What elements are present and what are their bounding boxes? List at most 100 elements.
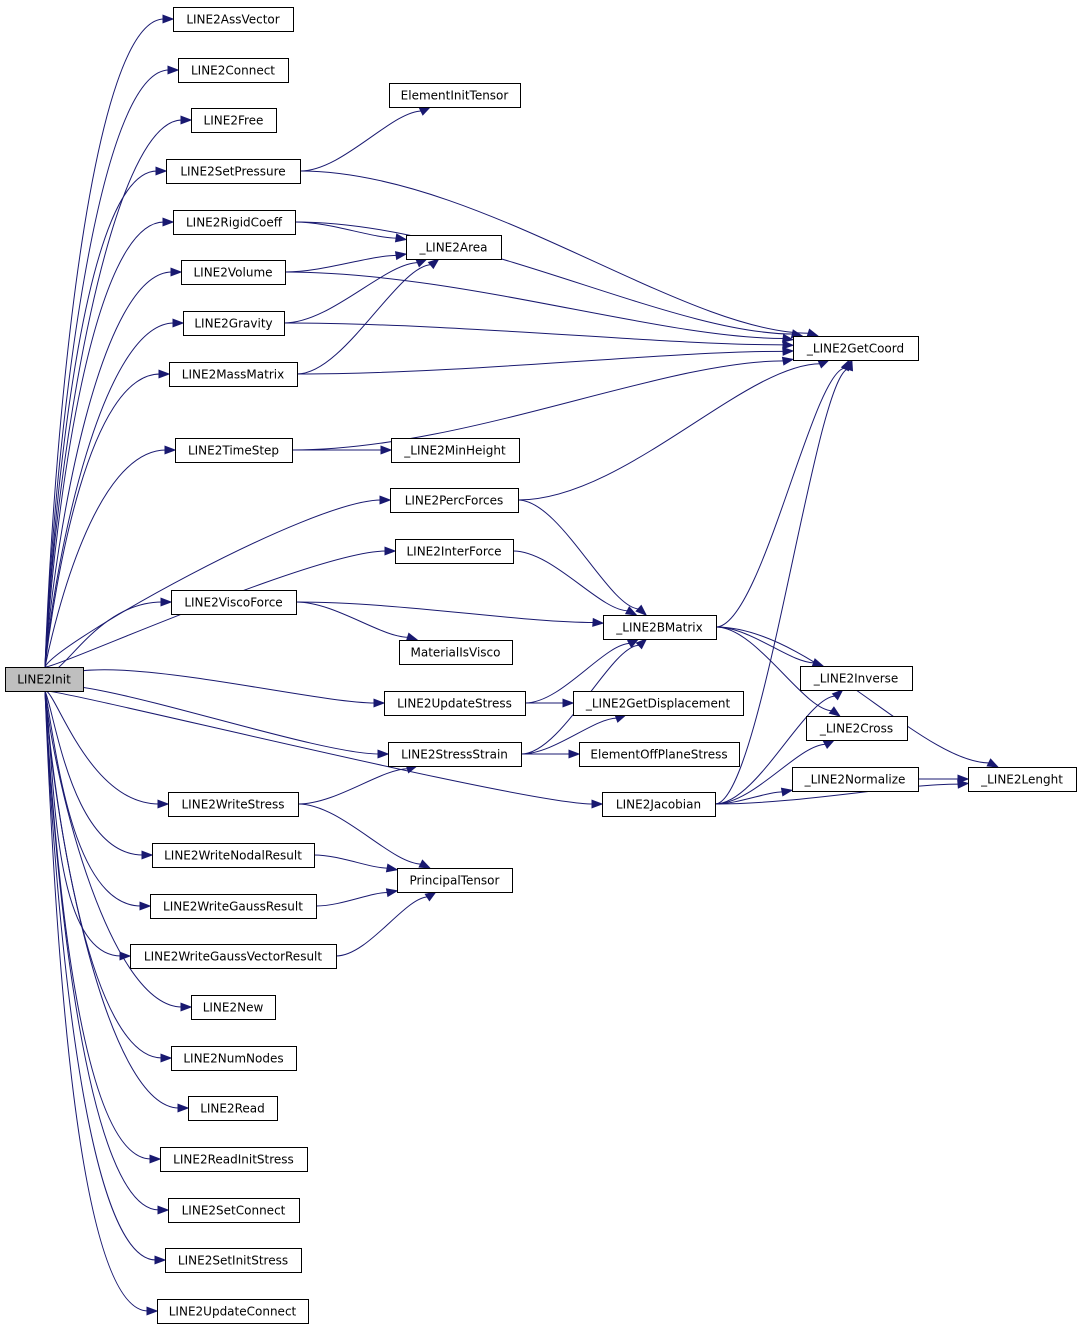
node-box-principal	[397, 868, 513, 893]
node-viscoforce[interactable]: LINE2ViscoForce	[171, 590, 297, 615]
node-percforces[interactable]: LINE2PercForces	[390, 488, 519, 513]
arrowhead-init-gravity	[172, 318, 185, 328]
node-label-getdisp: _LINE2GetDisplacement	[585, 697, 731, 711]
node-label-setpressure: LINE2SetPressure	[180, 165, 285, 179]
edge-init-stressstrain	[44, 685, 380, 755]
node-connect[interactable]: LINE2Connect	[178, 58, 289, 83]
edge-bmatrix-lenght	[715, 626, 990, 764]
node-label-stressstrain: LINE2StressStrain	[401, 748, 508, 762]
arrowhead-jacobian-getcoord	[844, 358, 854, 372]
node-label-init: LINE2Init	[17, 673, 71, 687]
node-label-jacobian: LINE2Jacobian	[616, 798, 701, 812]
arrowhead-bmatrix-lenght	[986, 758, 1000, 768]
arrowhead-stressstrain-bmatrix	[635, 638, 648, 650]
node-numnodes[interactable]: LINE2NumNodes	[171, 1046, 297, 1071]
node-box-offplane	[579, 742, 740, 767]
node-label-writenodal: LINE2WriteNodalResult	[164, 849, 302, 863]
node-interforce[interactable]: LINE2InterForce	[395, 539, 514, 564]
node-box-free	[191, 108, 277, 133]
edge-init-setconnect	[44, 690, 160, 1211]
edge-jacobian-cross	[714, 743, 827, 805]
node-box-normalize	[792, 767, 919, 792]
node-getdisp[interactable]: _LINE2GetDisplacement	[573, 691, 744, 716]
arrowhead-jacobian-cross	[822, 739, 836, 749]
node-readinitstress[interactable]: LINE2ReadInitStress	[160, 1147, 308, 1172]
node-rigidcoeff[interactable]: LINE2RigidCoeff	[173, 210, 296, 235]
node-elemtensor[interactable]: ElementInitTensor	[389, 83, 521, 108]
edge-updatestress-bmatrix	[524, 642, 631, 704]
edge-viscoforce-bmatrix	[295, 601, 595, 623]
node-stressstrain[interactable]: LINE2StressStrain	[388, 742, 522, 767]
node-label-free: LINE2Free	[204, 114, 264, 128]
node-init[interactable]: LINE2Init	[5, 667, 84, 692]
node-new[interactable]: LINE2New	[191, 995, 276, 1020]
node-label-numnodes: LINE2NumNodes	[183, 1052, 283, 1066]
edge-init-free	[44, 119, 183, 668]
arrowhead-viscoforce-bmatrix	[592, 617, 605, 627]
node-matvisco[interactable]: MaterialIsVisco	[399, 640, 513, 665]
node-minheight[interactable]: _LINE2MinHeight	[391, 438, 520, 463]
node-massmatrix[interactable]: LINE2MassMatrix	[169, 362, 298, 387]
node-writegauss[interactable]: LINE2WriteGaussResult	[150, 894, 317, 919]
node-lenght[interactable]: _LINE2Lenght	[968, 767, 1077, 792]
edge-massmatrix-area	[296, 264, 432, 375]
node-writenodal[interactable]: LINE2WriteNodalResult	[152, 843, 315, 868]
arrowhead-init-new	[180, 1002, 193, 1012]
node-area[interactable]: _LINE2Area	[406, 235, 502, 260]
arrowhead-stressstrain-offplane	[568, 749, 581, 759]
arrowhead-init-stressstrain	[377, 749, 390, 759]
node-inverse[interactable]: _LINE2Inverse	[800, 666, 913, 691]
edge-init-writestress	[44, 690, 160, 805]
node-label-writestress: LINE2WriteStress	[182, 798, 285, 812]
edge-bmatrix-cross	[715, 626, 833, 712]
node-label-bmatrix: _LINE2BMatrix	[615, 621, 702, 635]
node-normalize[interactable]: _LINE2Normalize	[792, 767, 919, 792]
node-label-gravity: LINE2Gravity	[194, 317, 272, 331]
arrowhead-massmatrix-area	[427, 258, 440, 270]
node-setconnect[interactable]: LINE2SetConnect	[168, 1198, 300, 1223]
node-label-updateconnect: LINE2UpdateConnect	[169, 1305, 297, 1319]
node-cross[interactable]: _LINE2Cross	[806, 716, 908, 741]
arrowhead-init-rigidcoeff	[162, 217, 175, 227]
node-label-lenght: _LINE2Lenght	[980, 773, 1063, 787]
node-jacobian[interactable]: LINE2Jacobian	[602, 792, 716, 817]
arrowhead-init-setconnect	[157, 1205, 170, 1215]
node-label-setconnect: LINE2SetConnect	[182, 1204, 286, 1218]
edge-init-assvector	[44, 18, 165, 668]
node-box-getdisp	[573, 691, 744, 716]
node-label-connect: LINE2Connect	[191, 64, 275, 78]
node-updateconnect[interactable]: LINE2UpdateConnect	[157, 1299, 309, 1324]
node-read[interactable]: LINE2Read	[188, 1096, 278, 1121]
node-bmatrix[interactable]: _LINE2BMatrix	[603, 615, 717, 640]
node-volume[interactable]: LINE2Volume	[181, 260, 286, 285]
node-principal[interactable]: PrincipalTensor	[397, 868, 513, 893]
arrowhead-init-updateconnect	[146, 1306, 159, 1316]
edge-percforces-bmatrix	[517, 499, 640, 610]
node-free[interactable]: LINE2Free	[191, 108, 277, 133]
node-timestep[interactable]: LINE2TimeStep	[175, 438, 293, 463]
node-box-area	[406, 235, 502, 260]
node-setinitstress[interactable]: LINE2SetInitStress	[165, 1248, 302, 1273]
edge-gravity-area	[283, 262, 419, 324]
arrowhead-init-numnodes	[160, 1053, 173, 1063]
node-box-updatestress	[384, 691, 526, 716]
edge-writestress-stressstrain	[297, 768, 409, 805]
arrowhead-viscoforce-matvisco	[405, 632, 419, 642]
node-gravity[interactable]: LINE2Gravity	[183, 311, 285, 336]
node-box-massmatrix	[169, 362, 298, 387]
arrowhead-setpressure-getcoord	[806, 328, 820, 338]
node-updatestress[interactable]: LINE2UpdateStress	[384, 691, 526, 716]
node-box-viscoforce	[171, 590, 297, 615]
arrowhead-init-interforce	[384, 546, 397, 556]
node-writegaussvec[interactable]: LINE2WriteGaussVectorResult	[130, 944, 337, 969]
node-offplane[interactable]: ElementOffPlaneStress	[579, 742, 740, 767]
node-getcoord[interactable]: _LINE2GetCoord	[793, 336, 919, 361]
node-box-read	[188, 1096, 278, 1121]
node-box-cross	[806, 716, 908, 741]
edge-interforce-bmatrix	[512, 550, 629, 612]
node-label-interforce: LINE2InterForce	[406, 545, 501, 559]
node-setpressure[interactable]: LINE2SetPressure	[166, 159, 301, 184]
node-writestress[interactable]: LINE2WriteStress	[168, 792, 299, 817]
node-box-connect	[178, 58, 289, 83]
node-assvector[interactable]: LINE2AssVector	[173, 7, 294, 32]
